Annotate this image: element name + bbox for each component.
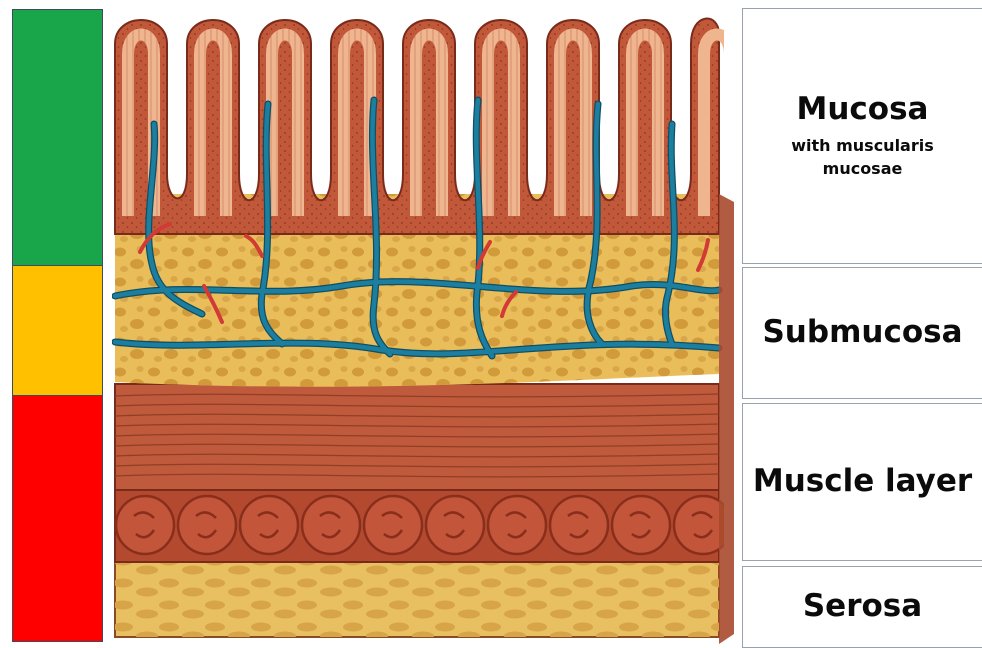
severity-bar-red	[12, 395, 103, 642]
severity-bar-green	[12, 9, 103, 265]
layer-label-submucosa: Submucosa	[742, 267, 982, 399]
intestinal-wall-illustration	[112, 4, 734, 644]
mucosa-title: Mucosa	[797, 92, 929, 128]
layer-label-muscle: Muscle layer	[742, 403, 982, 561]
submucosa-title: Submucosa	[762, 315, 962, 351]
mucosa-subtitle: with muscularis mucosae	[778, 134, 948, 180]
serosa-title: Serosa	[803, 589, 922, 625]
muscle-layer-title: Muscle layer	[753, 464, 972, 500]
severity-bar-yellow	[12, 265, 103, 395]
layer-label-serosa: Serosa	[742, 566, 982, 648]
layer-label-mucosa: Mucosa with muscularis mucosae	[742, 8, 982, 264]
